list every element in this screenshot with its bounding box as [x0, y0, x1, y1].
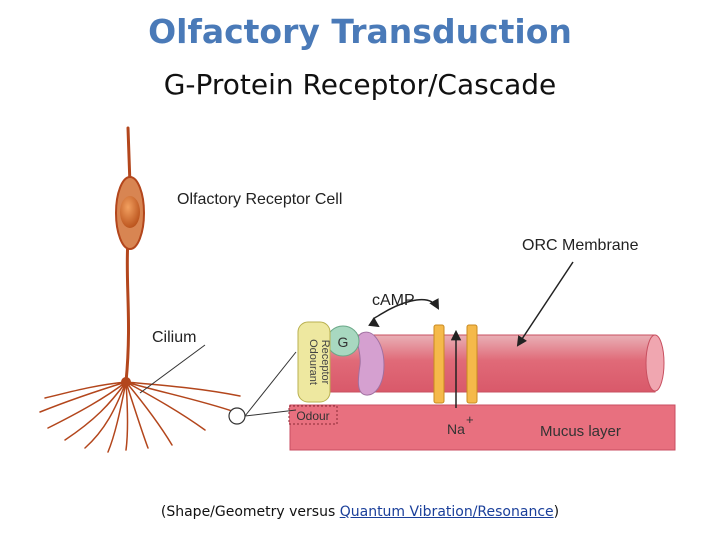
olfactory-receptor-cell-label: Olfactory Receptor Cell: [177, 191, 343, 208]
membrane-end-cap: [645, 334, 665, 392]
cilia-fan: [39, 381, 241, 453]
sodium-charge-label: +: [466, 412, 474, 427]
axon: [126, 126, 132, 187]
footer-caption: (Shape/Geometry versus Quantum Vibration…: [0, 504, 720, 520]
odour-zoom-circle: [228, 407, 246, 425]
camp-label: cAMP: [372, 292, 415, 309]
camp-arrow: [377, 298, 440, 317]
dendrite: [124, 238, 131, 384]
odourant-label: Odourant: [307, 339, 319, 385]
mucus-layer-label: Mucus layer: [540, 423, 621, 440]
quantum-vibration-link[interactable]: Quantum Vibration/Resonance: [339, 504, 554, 520]
ion-channel-right: [466, 324, 478, 404]
cilium-label: Cilium: [152, 329, 197, 346]
cilium-pointer: [139, 344, 206, 394]
page-title: Olfactory Transduction: [148, 12, 572, 51]
effector-protein: [357, 331, 385, 396]
cilium-base: [121, 377, 131, 387]
orc-membrane-pointer: [516, 261, 574, 347]
sodium-label: Na: [447, 421, 465, 437]
odourant-receptor: [297, 321, 331, 403]
mucus-layer: [289, 404, 676, 451]
olfactory-neuron: [39, 126, 241, 453]
nucleus: [120, 196, 140, 228]
odour-marker: [288, 405, 338, 425]
odour-label: Odour: [296, 409, 329, 423]
page-subtitle: G-Protein Receptor/Cascade: [163, 68, 557, 101]
ion-channel-left: [433, 324, 445, 404]
odour-ray-lower: [244, 409, 297, 417]
receptor-label: Receptor: [319, 340, 331, 385]
orc-membrane-label: ORC Membrane: [522, 237, 639, 254]
odour-ray-upper: [244, 351, 297, 417]
footer-suffix: ): [553, 504, 560, 520]
footer-prefix: (Shape/Geometry versus: [160, 504, 340, 520]
g-protein-label: G: [338, 334, 349, 350]
camp-arrow-return: [368, 315, 380, 328]
